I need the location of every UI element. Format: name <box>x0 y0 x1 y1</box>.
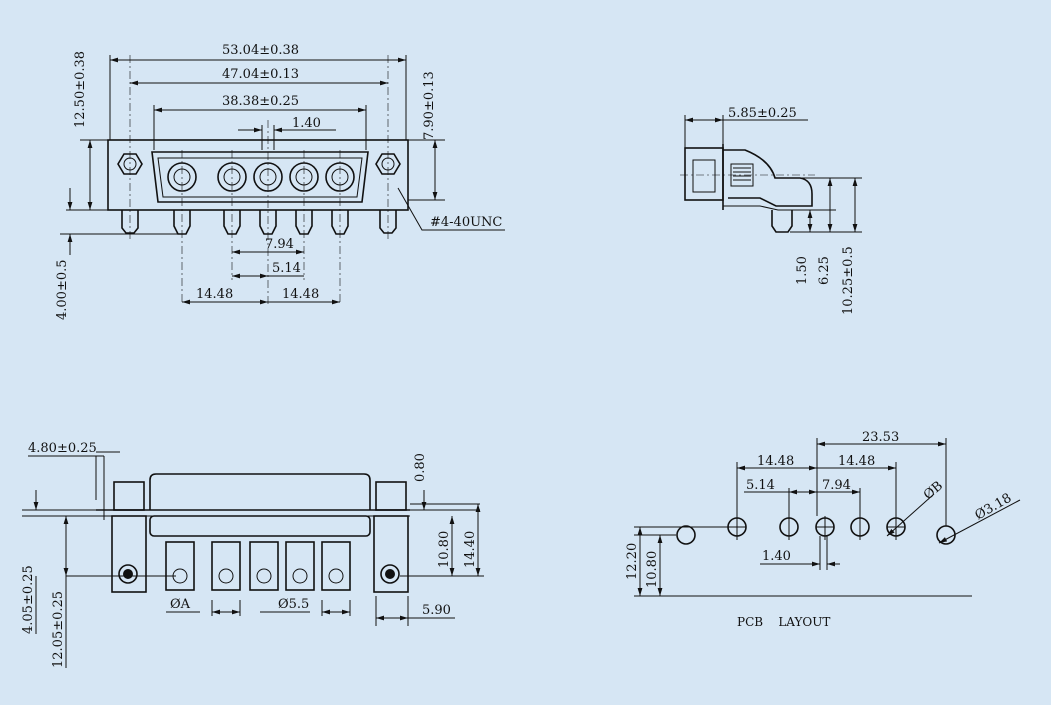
dim-pcb-794: 7.94 <box>822 478 851 493</box>
dim-top-offset: 0.80 <box>413 453 428 482</box>
dim-overall-width: 53.04±0.38 <box>222 43 299 58</box>
shell-inner <box>157 157 363 198</box>
front-view: 53.04±0.38 47.04±0.13 38.38±0.25 1.40 12… <box>55 43 505 320</box>
dim-405: 4.05±0.25 <box>21 565 36 634</box>
pcb-holes <box>676 516 956 545</box>
dim-pcb-1220: 12.20 <box>625 543 640 580</box>
dim-590: 5.90 <box>422 603 451 618</box>
dia-a-label: ØA <box>170 597 191 612</box>
side-view: 5.85±0.25 1.50 6.25 10.25±0.5 <box>680 106 862 315</box>
bottom-pins <box>165 541 351 591</box>
dia-b-label: ØB <box>921 479 946 503</box>
shell-outline <box>151 151 369 203</box>
dim-pcb-1080: 10.80 <box>645 551 660 588</box>
dim-pcb-1448-left: 14.48 <box>757 454 794 469</box>
dim-pin-span-left: 14.48 <box>196 287 233 302</box>
dim-1205: 12.05±0.25 <box>51 591 66 668</box>
dim-pin-span-right: 14.48 <box>282 287 319 302</box>
dia-55-label: Ø5.5 <box>278 597 309 612</box>
dim-side-b: 6.25 <box>817 256 832 285</box>
bottom-view: 4.80±0.25 0.80 10.80 14.40 4.05±0.25 12.… <box>21 441 484 668</box>
flange-outline <box>107 139 409 211</box>
dim-contact-offset: 1.40 <box>292 116 321 131</box>
thread-label: #4-40UNC <box>430 215 502 230</box>
dim-1440: 14.40 <box>463 531 478 568</box>
dim-pin-pitch-half: 5.14 <box>272 261 301 276</box>
dim-pcb-1448-right: 14.48 <box>838 454 875 469</box>
dim-pin-pitch-small: 7.94 <box>265 237 294 252</box>
dim-mount-pitch: 47.04±0.13 <box>222 67 299 82</box>
dim-side-a: 1.50 <box>795 256 810 285</box>
pcb-layout-title: PCB LAYOUT <box>737 615 830 629</box>
dim-pin-length: 4.00±0.5 <box>55 259 70 320</box>
dim-shell-height: 7.90±0.13 <box>422 71 437 140</box>
front-pins <box>121 210 397 235</box>
dia-318-label: Ø3.18 <box>973 491 1015 524</box>
dim-side-c: 10.25±0.5 <box>841 246 856 315</box>
dim-flange: 4.80±0.25 <box>28 441 97 456</box>
pcb-layout: 23.53 14.48 14.48 5.14 7.94 ØB Ø3.18 1.4… <box>625 430 1021 629</box>
dim-depth: 5.85±0.25 <box>728 106 797 121</box>
dim-1080-bottom: 10.80 <box>437 531 452 568</box>
dim-shell-width: 38.38±0.25 <box>222 94 299 109</box>
dim-pcb-140: 1.40 <box>762 549 791 564</box>
contact-cavities <box>167 162 355 192</box>
dim-height-top: 12.50±0.38 <box>73 51 88 128</box>
dim-pcb-514: 5.14 <box>746 478 775 493</box>
dim-pcb-2353: 23.53 <box>862 430 899 445</box>
